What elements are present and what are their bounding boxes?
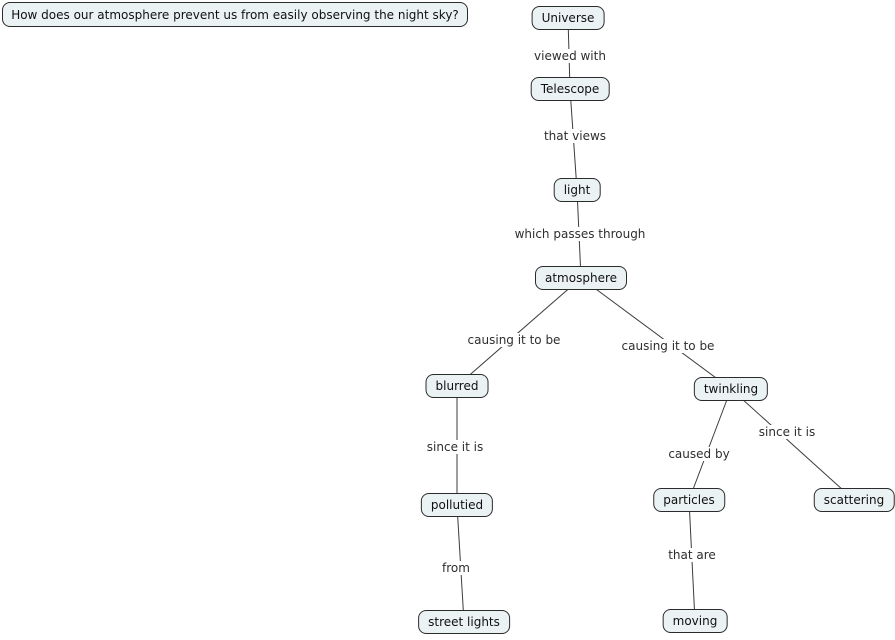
concept-moving[interactable]: moving: [662, 609, 728, 633]
concept-atmosphere[interactable]: atmosphere: [535, 266, 627, 290]
concept-twinkling[interactable]: twinkling: [693, 377, 769, 401]
connector-line-twinkling-particles: [688, 388, 732, 501]
concept-particles[interactable]: particles: [653, 488, 725, 512]
link-label-twinkling-particles[interactable]: caused by: [665, 447, 733, 461]
link-label-light-atmosphere[interactable]: which passes through: [511, 227, 649, 241]
link-label-particles-moving[interactable]: that are: [665, 548, 719, 562]
connector-line-atmosphere-blurred: [456, 277, 582, 387]
concept-pollutied[interactable]: pollutied: [420, 493, 494, 517]
link-label-twinkling-scattering[interactable]: since it is: [755, 425, 819, 439]
concept-telescope[interactable]: Telescope: [530, 77, 610, 101]
connector-line-atmosphere-twinkling: [580, 277, 732, 390]
concept-street-lights[interactable]: street lights: [418, 610, 510, 634]
link-label-atmosphere-blurred[interactable]: causing it to be: [464, 333, 564, 347]
concept-blurred[interactable]: blurred: [425, 374, 489, 398]
concept-light[interactable]: light: [553, 178, 601, 202]
question-box: How does our atmosphere prevent us from …: [2, 2, 468, 27]
link-label-atmosphere-twinkling[interactable]: causing it to be: [618, 339, 718, 353]
concept-scattering[interactable]: scattering: [813, 488, 895, 512]
concept-universe[interactable]: Universe: [531, 6, 605, 30]
link-label-universe-telescope[interactable]: viewed with: [531, 49, 609, 63]
link-label-pollutied-street-lights[interactable]: from: [439, 561, 473, 575]
link-label-telescope-light[interactable]: that views: [540, 129, 610, 143]
connector-line-twinkling-scattering: [730, 388, 855, 501]
link-label-blurred-pollutied[interactable]: since it is: [423, 440, 487, 454]
